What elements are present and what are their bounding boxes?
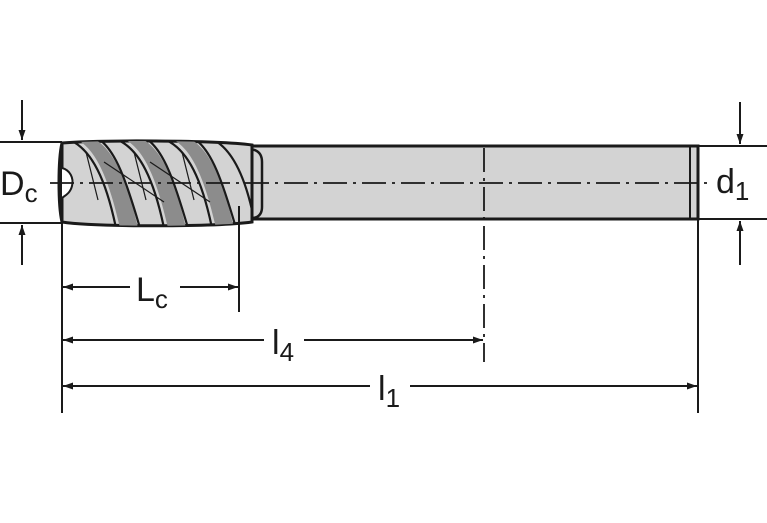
dimension-lc: Lc <box>63 271 238 314</box>
extension-lines <box>0 141 767 413</box>
end-mill-tool <box>57 139 700 228</box>
svg-text:Lc: Lc <box>136 271 168 314</box>
svg-text:Dc: Dc <box>0 165 38 208</box>
dimension-d1: d1 <box>716 102 749 265</box>
dimension-dc: Dc <box>0 100 38 265</box>
l1-label: l <box>378 370 386 408</box>
l4-subscript: 4 <box>280 337 294 367</box>
d1-subscript: 1 <box>735 176 749 206</box>
svg-text:l4: l4 <box>272 324 294 367</box>
l4-label: l <box>272 324 280 362</box>
dc-label: D <box>0 165 25 203</box>
svg-text:d1: d1 <box>716 163 749 206</box>
lc-label: L <box>136 271 155 309</box>
dc-subscript: c <box>25 178 38 208</box>
svg-text:l1: l1 <box>378 370 400 413</box>
dimension-l4: l4 <box>63 324 483 367</box>
d1-label: d <box>716 163 735 201</box>
lc-subscript: c <box>155 284 168 314</box>
dimension-l1: l1 <box>63 370 697 413</box>
cutting-flutes <box>57 139 254 228</box>
l1-subscript: 1 <box>386 383 400 413</box>
centerlines <box>50 148 712 362</box>
